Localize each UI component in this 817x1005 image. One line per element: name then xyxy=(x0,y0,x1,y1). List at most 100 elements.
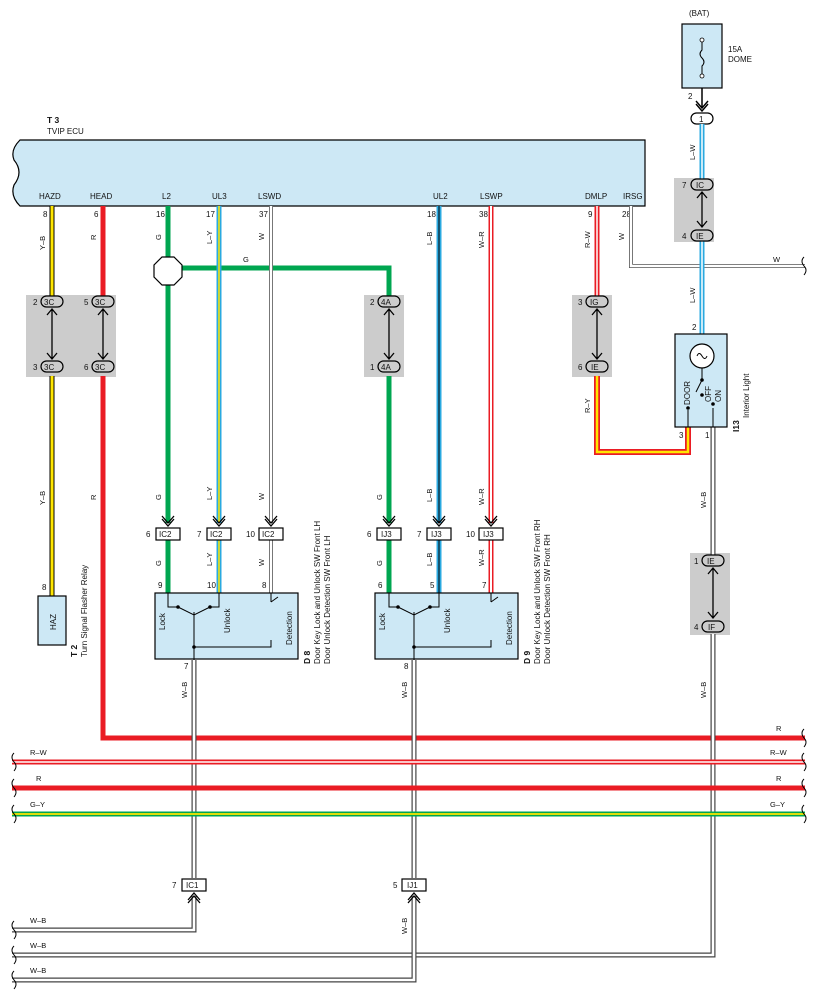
wire-label: R xyxy=(89,234,98,240)
wire-label: L–B xyxy=(425,489,434,502)
junction-ie xyxy=(585,360,609,373)
ecu-pin-ul2: 18 xyxy=(427,210,436,219)
wire-label: W xyxy=(773,255,781,264)
wire-label: L–B xyxy=(425,232,434,245)
wire-label: W–B xyxy=(400,682,409,698)
wire-label: G–Y xyxy=(30,800,45,809)
double-arrow-icon xyxy=(591,307,603,361)
junction-ie-id: IE xyxy=(707,557,715,566)
term-hazd: HAZD xyxy=(39,192,61,201)
light-name: Interior Light xyxy=(742,373,751,418)
wire-label: W–B xyxy=(699,682,708,698)
connector-ic1-pin: 7 xyxy=(172,881,177,890)
junction-3c-pin: 5 xyxy=(84,298,89,307)
junction-arrows xyxy=(46,190,719,620)
light-door: DOOR xyxy=(683,381,692,405)
battery-fuse: (BAT) 15A DOME 2 1 xyxy=(681,9,752,125)
fuse-name: DOME xyxy=(728,55,752,64)
wire-label: W–B xyxy=(180,682,189,698)
wire-w xyxy=(629,206,805,268)
junction-ig-id: IG xyxy=(590,298,598,307)
junction-4a-id: 4A xyxy=(381,298,391,307)
junction-pills: 3C 2 3C 5 3C 3 3C 6 4A 2 4A 1 IG 3 IE 6 … xyxy=(33,178,725,633)
wire-label: Y–B xyxy=(38,491,47,505)
fuse-terminal-icon xyxy=(699,73,705,79)
wire-r xyxy=(100,376,805,741)
contact-icon xyxy=(711,402,715,406)
switch-rh-contacts xyxy=(388,593,499,660)
wire-label: R–W xyxy=(583,230,592,248)
ecu-code: T 3 xyxy=(47,115,60,125)
switch-lh-subtitle: Door Unlock Detection SW Front LH xyxy=(323,535,332,664)
connector-ij3-pin: 10 xyxy=(466,530,475,539)
double-arrow-icon xyxy=(383,307,395,361)
light-code: I13 xyxy=(731,420,741,432)
junction-ie-pin: 6 xyxy=(578,363,583,372)
fuse-icon xyxy=(699,40,705,76)
double-arrow-icon xyxy=(97,307,109,361)
switch-lh-pin: 8 xyxy=(262,581,267,590)
wire-label: W–B xyxy=(699,492,708,508)
connector-ic2-id: IC2 xyxy=(262,530,275,539)
chevron-down-icon xyxy=(432,515,446,527)
wire-label: G xyxy=(154,494,163,500)
ecu-pin-lswp: 38 xyxy=(479,210,488,219)
chevron-down-icon xyxy=(695,100,709,113)
switch-rh-detection: Detection xyxy=(505,611,514,645)
switch-rh-pin: 7 xyxy=(482,581,487,590)
contact-icon xyxy=(412,645,416,649)
junction-4a-id: 4A xyxy=(381,363,391,372)
relay-pin: 8 xyxy=(42,583,47,592)
wire-label: R xyxy=(776,774,782,783)
light-on: ON xyxy=(714,390,723,402)
junction-4a-pin: 2 xyxy=(370,298,375,307)
wire-label: W–B xyxy=(30,916,46,925)
light-pin-top: 2 xyxy=(692,323,697,332)
connector-ic2 xyxy=(155,527,181,541)
double-arrow-icon xyxy=(707,566,719,620)
connector-ij3-id: IJ3 xyxy=(431,530,442,539)
junction-ie-id: IE xyxy=(591,363,599,372)
wire-label: L–W xyxy=(688,287,697,303)
junction-3c-id: 3C xyxy=(44,298,54,307)
filament-icon xyxy=(696,353,708,359)
junction-3c xyxy=(40,295,64,308)
term-irsg: IRSG xyxy=(623,192,643,201)
wire-wb xyxy=(12,660,417,983)
junction-ie xyxy=(690,229,714,242)
contact-icon xyxy=(700,378,704,382)
junction-4a xyxy=(377,360,401,373)
connector-ic2-id: IC2 xyxy=(159,530,172,539)
connector-ij1-pin: 5 xyxy=(393,881,398,890)
switch-lh-code: D 8 xyxy=(302,651,312,665)
contact-icon xyxy=(176,605,180,609)
wire-label: L–B xyxy=(425,553,434,566)
switch-rh-unlock: Unlock xyxy=(443,608,452,633)
ecu-terminal-labels: HAZD HEAD L2 UL3 LSWD UL2 LSWP DMLP IRSG xyxy=(39,192,643,201)
switch-rh-pin: 5 xyxy=(430,581,435,590)
wire-wb xyxy=(12,660,197,933)
wire-label: W–B xyxy=(30,966,46,975)
connector-ij3 xyxy=(376,527,402,541)
inline-connectors: IC2 6 IC2 7 IC2 10 IJ3 6 IJ3 7 IJ3 10 IC… xyxy=(146,515,504,904)
light-off: OFF xyxy=(704,386,713,402)
term-dmlp: DMLP xyxy=(585,192,607,201)
junction-ic xyxy=(690,178,714,191)
wire-g xyxy=(168,265,392,296)
wire-label: G xyxy=(154,560,163,566)
junction-ig xyxy=(585,295,609,308)
bat-pin: 2 xyxy=(688,92,693,101)
wire-label: W–R xyxy=(477,488,486,505)
switch-rh-title: Door Key Lock and Unlock SW Front RH xyxy=(533,519,542,664)
junction-ig-pin: 3 xyxy=(578,298,583,307)
connector-ic2 xyxy=(258,527,284,541)
wire-wb xyxy=(12,427,716,958)
term-lswp: LSWP xyxy=(480,192,503,201)
switch-rh-code: D 9 xyxy=(522,651,532,665)
chevron-down-icon xyxy=(382,515,396,527)
chevron-down-icon xyxy=(212,515,226,527)
wire-label: R–Y xyxy=(583,398,592,413)
relay-box xyxy=(37,595,67,646)
wire-label: W–B xyxy=(30,941,46,950)
contact-icon xyxy=(208,605,212,609)
